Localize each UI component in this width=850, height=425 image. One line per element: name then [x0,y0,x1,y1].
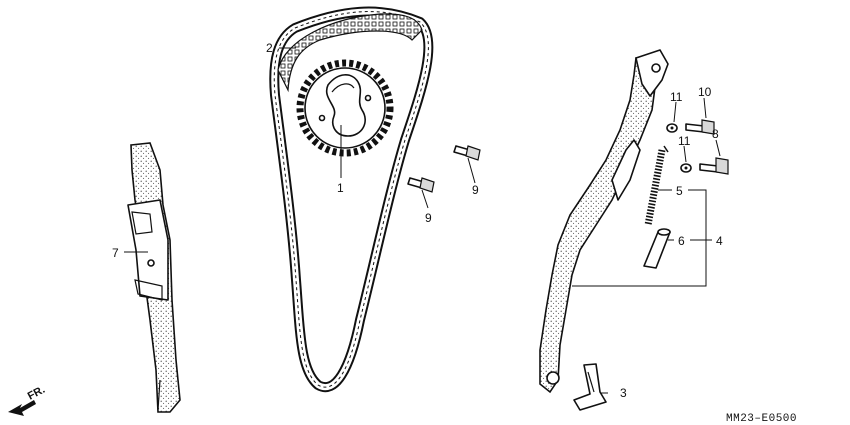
cam-sprocket-part-1 [296,59,394,157]
leader-lines [124,47,721,394]
callout-part-7: 7 [112,246,119,260]
front-direction-label: FR. [26,384,47,403]
callout-part-11-lower: 11 [678,134,691,148]
callout-part-1: 1 [337,181,344,195]
washer-part-11-upper [666,123,678,133]
callout-part-10: 10 [698,85,712,99]
bolt-part-9-upper [453,145,481,161]
front-arrow-icon [8,400,36,416]
callout-part-6: 6 [678,234,685,248]
bolt-part-8 [699,157,729,175]
bolt-part-10 [685,119,715,135]
callout-part-5: 5 [676,184,683,198]
callout-part-8: 8 [712,127,719,141]
callout-part-9-upper: 9 [472,183,479,197]
cam-chain-guide-part-7 [127,142,181,413]
tensioner-clip-part-3 [573,363,607,411]
callout-part-11-upper: 11 [670,90,683,104]
callout-part-2: 2 [266,41,273,55]
callout-part-4: 4 [716,234,723,248]
callout-part-3: 3 [620,386,627,400]
front-direction-indicator: FR. [8,384,47,416]
tensioner-arm-part-5 [539,49,669,394]
bolt-part-9-lower [407,177,435,193]
cam-chain-part-2 [269,6,434,392]
spacer-pin-part-6 [643,228,671,269]
callout-part-9-lower: 9 [425,211,432,225]
diagram-reference-code: MM23–E0500 [726,413,797,425]
tensioner-spring-part-5 [644,145,669,226]
washer-part-11-lower [680,163,692,173]
